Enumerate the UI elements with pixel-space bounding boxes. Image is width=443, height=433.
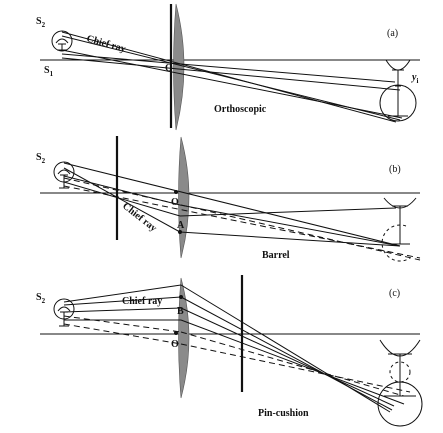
panel-a-ray-4 <box>61 53 396 83</box>
panel-c-caption: Pin-cushion <box>258 408 309 419</box>
panel-a-tag: (a) <box>387 28 398 39</box>
panel-a-image-icon <box>379 59 417 122</box>
panel-c-ray-3 <box>63 296 182 306</box>
panel-c-point-o-dot <box>174 331 178 335</box>
panel-b-ray-6 <box>179 207 397 217</box>
panel-c-ray-6 <box>180 307 395 407</box>
panel-a-s1-label: S1 <box>44 65 54 78</box>
panel-c-tag: (c) <box>389 288 400 299</box>
panel-b-ray-2 <box>63 167 181 233</box>
panel-a-lens <box>173 3 185 131</box>
panel-b-s2-label: S2 <box>36 152 46 165</box>
panel-a-s2-label: S2 <box>36 16 46 29</box>
panel-c-ray-2 <box>180 284 391 413</box>
panel-c-s2-label: S2 <box>36 292 46 305</box>
panel-a-yi-label: yi <box>411 72 418 85</box>
panel-b-lens <box>178 136 190 259</box>
panel-c-ray-5 <box>63 307 182 313</box>
panel-c-point-b: B <box>177 306 184 317</box>
panel-c-dashed-ray-2 <box>180 331 405 397</box>
panel-b-point-o: O <box>171 197 179 208</box>
panel-b-ray-5 <box>179 204 401 247</box>
panel-a-ray-3 <box>61 49 403 119</box>
panel-a-chief-ray-label: Chief ray <box>85 33 127 55</box>
panel-b-dashed-ray-2 <box>63 185 421 259</box>
panel-b-caption: Barrel <box>262 250 290 261</box>
panel-b-ray-4 <box>63 175 181 206</box>
panel-c-object-icon <box>53 298 75 327</box>
panel-b-point-a: A <box>177 220 185 231</box>
panel-a-ray-5 <box>61 57 401 91</box>
panel-b-point-o-dot <box>174 190 178 194</box>
panel-b-image-icon <box>381 197 417 262</box>
panel-c-ray-7 <box>180 319 405 405</box>
panel-a-object-icon <box>51 30 73 52</box>
panel-c-image-icon <box>377 339 423 427</box>
panel-b-ray-1 <box>63 162 401 247</box>
panel-c-dashed-ray-4 <box>180 343 411 393</box>
panel-c-ray-4 <box>180 296 393 411</box>
panel-b-ray-3 <box>179 231 401 247</box>
panel-b-point-a-dot <box>178 230 182 234</box>
panel-c-point-b-dot <box>179 295 183 299</box>
panel-c-ray-1 <box>63 284 182 303</box>
panel-c-chief-ray-label: Chief ray <box>122 296 162 307</box>
panel-c-dashed-ray-1 <box>63 315 182 333</box>
panel-b-tag: (b) <box>389 164 401 175</box>
panel-a: (a) S2 S1 Chief ray O yi Orthoscopic <box>36 3 420 131</box>
panel-a-caption: Orthoscopic <box>214 104 267 115</box>
panel-a-point-o: O <box>165 63 173 74</box>
panel-c: (c) S2 B O Chief ray <box>36 275 423 427</box>
panel-b-ray-7 <box>63 181 181 217</box>
panel-c-point-o: O <box>171 339 179 350</box>
panel-b: (b) S2 O A Chief ray Barrel <box>36 136 421 262</box>
